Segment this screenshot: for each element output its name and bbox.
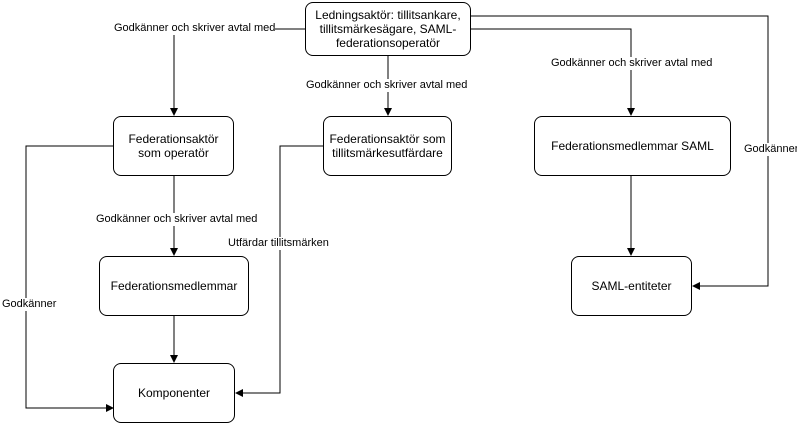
- node-components[interactable]: Komponenter: [113, 363, 235, 423]
- node-federation-members[interactable]: Federationsmedlemmar: [99, 256, 249, 316]
- edge-governance-to-saml-members: [471, 28, 635, 116]
- node-saml-entities[interactable]: SAML-entiteter: [571, 256, 692, 316]
- label-gov-to-operator: Godkänner och skriver avtal med: [114, 22, 276, 35]
- label-operator-to-members: Godkänner och skriver avtal med: [96, 213, 258, 226]
- node-federation-operator[interactable]: Federationsaktör som operatör: [113, 116, 234, 176]
- label-issuer-to-components: Utfärdar tillitsmärken: [228, 237, 329, 250]
- node-trustmark-issuer[interactable]: Federationsaktör som tillitsmärkesutfärd…: [323, 116, 452, 176]
- node-governance[interactable]: Ledningsaktör: tillitsankare, tillitsmär…: [305, 2, 471, 56]
- label-gov-to-issuer: Godkänner och skriver avtal med: [306, 79, 468, 92]
- label-gov-to-saml-entities: Godkänner: [744, 143, 797, 156]
- label-operator-to-components: Godkänner: [2, 298, 57, 311]
- edge-governance-to-operator: [170, 28, 305, 116]
- edge-operator-to-components: [25, 145, 114, 412]
- edge-issuer-to-components: [235, 145, 323, 397]
- node-saml-members[interactable]: Federationsmedlemmar SAML: [534, 116, 731, 176]
- label-gov-to-saml-members: Godkänner och skriver avtal med: [551, 57, 713, 70]
